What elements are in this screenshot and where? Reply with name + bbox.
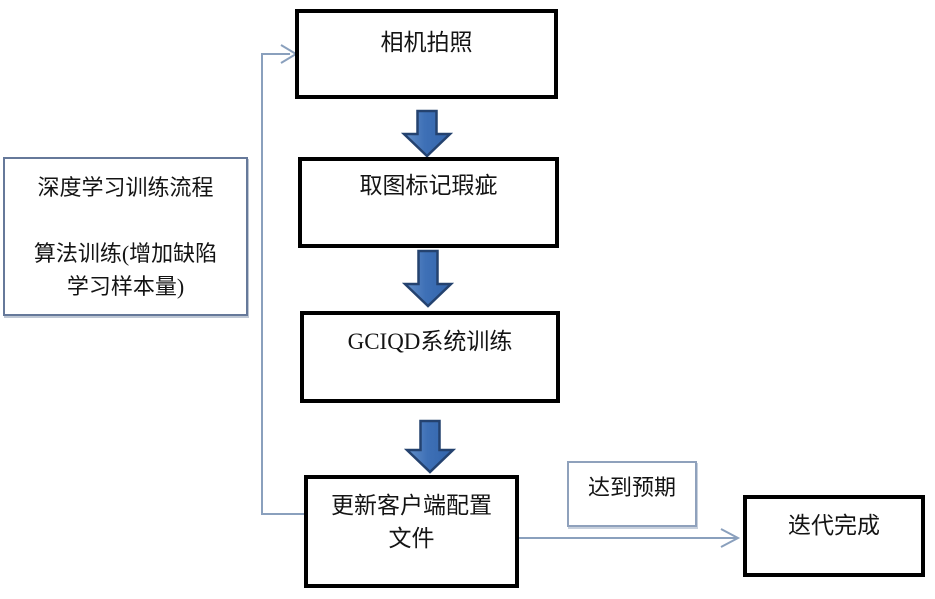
note-training-process-line1: 深度学习训练流程 bbox=[37, 175, 214, 200]
condition-expectation-met: 达到预期 bbox=[567, 461, 697, 527]
step-iteration-done: 迭代完成 bbox=[743, 495, 925, 577]
step-iteration-done-label: 迭代完成 bbox=[788, 513, 880, 538]
note-training-process-line3: 学习样本量) bbox=[66, 274, 185, 299]
step-system-training: GCIQD系统训练 bbox=[300, 311, 560, 403]
step-camera-capture-label: 相机拍照 bbox=[380, 30, 473, 55]
step-camera-capture: 相机拍照 bbox=[295, 9, 558, 99]
note-blank-line bbox=[5, 204, 246, 237]
step-system-training-label: GCIQD系统训练 bbox=[347, 329, 513, 354]
step-mark-defects-label: 取图标记瑕疵 bbox=[359, 173, 498, 198]
done-arrowhead-icon bbox=[720, 528, 741, 548]
down-block-arrow-2-icon bbox=[401, 249, 455, 308]
note-training-process-line2: 算法训练(增加缺陷 bbox=[33, 241, 218, 266]
condition-expectation-met-label: 达到预期 bbox=[587, 475, 676, 500]
step-mark-defects: 取图标记瑕疵 bbox=[298, 157, 559, 248]
feedback-connector-line bbox=[261, 53, 304, 515]
down-block-arrow-3-icon bbox=[403, 419, 457, 474]
step-update-config-label-line2: 文件 bbox=[388, 526, 435, 551]
down-block-arrow-1-icon bbox=[400, 109, 454, 158]
step-update-config-label-line1: 更新客户端配置 bbox=[331, 493, 492, 518]
step-update-config: 更新客户端配置 文件 bbox=[304, 475, 519, 588]
note-training-process: 深度学习训练流程 算法训练(增加缺陷 学习样本量) bbox=[3, 157, 248, 316]
